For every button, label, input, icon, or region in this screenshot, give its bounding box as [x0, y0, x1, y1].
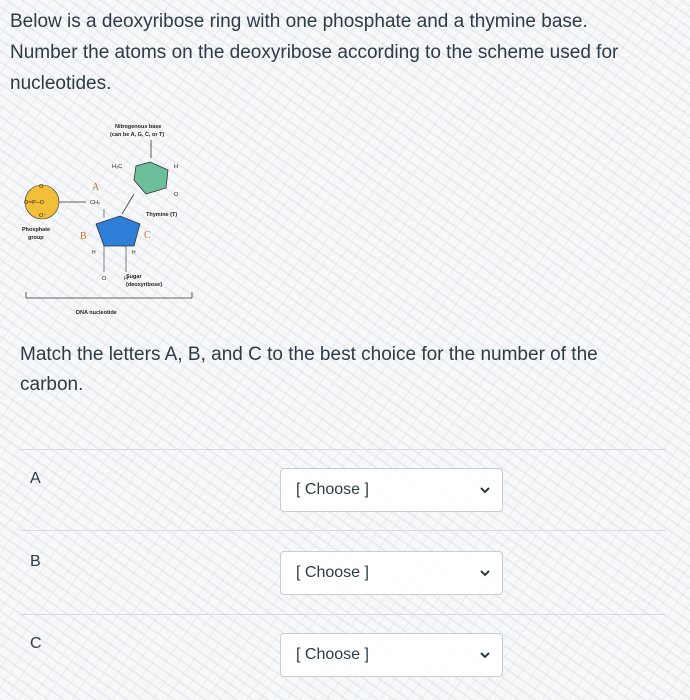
phosphate-label-2: group: [28, 235, 44, 241]
divider: [20, 614, 666, 615]
chevron-down-icon: [480, 652, 490, 659]
match-line-2: carbon.: [20, 374, 84, 395]
question-line-2: Number the atoms on the deoxyribose acco…: [10, 42, 619, 63]
svg-text:H: H: [92, 250, 96, 256]
chevron-down-icon: [480, 487, 490, 494]
svg-text:O⁻: O⁻: [39, 213, 46, 219]
row-letter-b: B: [30, 553, 41, 570]
svg-text:O═P─O: O═P─O: [24, 200, 45, 206]
thymine-base-ring: [133, 161, 169, 195]
nucleotide-diagram: Nitrogenous base (can be A, G, C, or T) …: [22, 124, 193, 316]
divider: [20, 530, 666, 531]
question-line-1: Below is a deoxyribose ring with one pho…: [10, 11, 588, 32]
question-line-3: nucleotides.: [10, 73, 112, 94]
svg-text:O: O: [102, 276, 107, 282]
answer-select-a[interactable]: [ Choose ]: [280, 468, 503, 512]
dna-nucleotide-label: DNA nucleotide: [76, 310, 117, 316]
sugar-label: Sugar: [126, 274, 142, 280]
svg-text:H: H: [124, 276, 128, 282]
answer-select-b[interactable]: [ Choose ]: [280, 551, 503, 595]
base-subtitle-label: (can be A, G, C, or T): [110, 132, 164, 138]
row-letter-a: A: [30, 470, 41, 487]
row-letter-c: C: [30, 635, 42, 652]
question-text: Below is a deoxyribose ring with one pho…: [10, 6, 680, 99]
deoxyribose-sugar-ring: [95, 215, 141, 247]
svg-text:H: H: [132, 250, 136, 256]
match-line-1: Match the letters A, B, and C to the bes…: [20, 344, 598, 365]
thymine-label: Thymine (T): [146, 212, 177, 218]
phosphate-label: Phosphate: [22, 227, 50, 233]
letter-c-marker: C: [144, 230, 151, 241]
select-value: [ Choose ]: [296, 564, 369, 581]
svg-text:CH₂: CH₂: [90, 200, 100, 206]
select-value: [ Choose ]: [296, 646, 369, 663]
letter-b-marker: B: [80, 231, 87, 242]
svg-text:H: H: [174, 164, 178, 170]
chevron-down-icon: [480, 570, 490, 577]
divider: [20, 449, 666, 450]
svg-text:O: O: [39, 184, 44, 190]
answer-select-c[interactable]: [ Choose ]: [280, 633, 503, 677]
base-title-label: Nitrogenous base: [115, 124, 161, 130]
select-value: [ Choose ]: [296, 481, 369, 498]
letter-a-marker: A: [92, 182, 100, 193]
svg-text:H₃C: H₃C: [112, 164, 122, 170]
svg-text:O: O: [174, 192, 179, 198]
sugar-label-2: (deoxyribose): [126, 282, 162, 288]
match-instructions: Match the letters A, B, and C to the bes…: [20, 340, 670, 400]
